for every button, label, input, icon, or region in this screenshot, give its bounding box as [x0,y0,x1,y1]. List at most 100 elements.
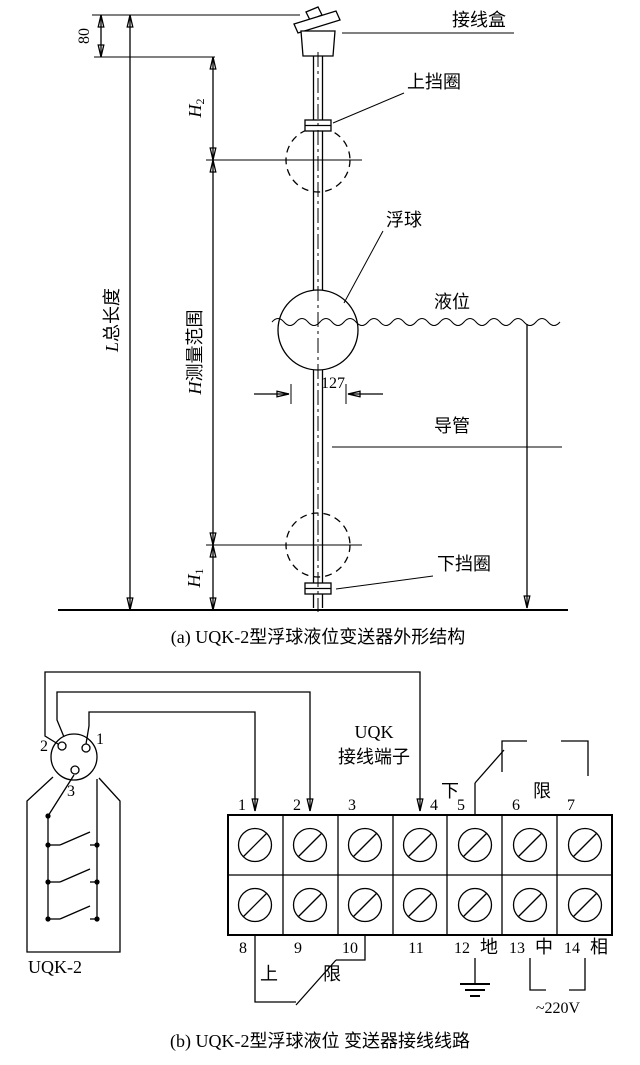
terminal-number-5: 5 [457,797,465,814]
terminal-number-7: 7 [567,797,575,814]
terminal-screw [402,827,438,863]
junction-box-label: 接线盒 [452,10,506,30]
uqk2-switch-box: UQK-2 [26,774,121,977]
lower-limit-char-2: 限 [533,781,551,801]
part-a-structure: 80 L总长度 H2 H测量范围 H1 [58,6,568,648]
upper-ring-leader [332,92,405,124]
dim-127: 127 [254,375,383,404]
junction-dot [94,879,100,885]
terminal-screw [567,887,603,923]
terminal-screw [292,827,328,863]
float-label: 浮球 [386,210,422,230]
liquid-level-label: 液位 [434,292,470,312]
connector-circle [50,733,98,781]
lower-limit-switch-arm [474,749,505,784]
pin-label-3: 3 [67,783,75,800]
lower-limit-char-1: 下 [441,781,459,801]
caption-a: (a) UQK-2型浮球液位变送器外形结构 [171,627,465,648]
upper-limit-char-2: 限 [323,964,341,984]
dim-label-80: 80 [76,28,93,44]
terminal-number-8: 8 [239,940,247,957]
terminal-screw [347,827,383,863]
terminal-screw [512,887,548,923]
terminal-screw [457,827,493,863]
connector-pin-3 [70,765,80,775]
terminal-number-14: 14 [564,940,580,957]
ground-label: 地 [480,937,498,957]
wire-to-terminal-1 [85,711,255,811]
float-leader [343,230,384,304]
upper-limit-char-1: 上 [260,964,278,984]
connector-plug: 2 1 3 [40,731,104,800]
terminal-screw-slot [517,892,543,918]
dim-label-h2: H2 [185,99,207,119]
upper-limit-switch: 上 限 [254,935,366,1006]
terminal-number-4: 4 [430,797,438,814]
wire-to-terminal-2 [56,691,310,811]
supply-voltage: ~220V [529,958,586,1017]
junction-dot [45,879,51,885]
junction-dot [45,916,51,922]
liquid-level-line [271,318,561,326]
dim-label-total-length: L总长度 [102,288,122,353]
terminal-block [227,814,613,936]
terminal-number-6: 6 [512,797,520,814]
dim-label-range: H测量范围 [185,310,205,396]
terminal-title-line1: UQK [355,722,394,742]
terminal-number-9: 9 [294,940,302,957]
terminal-screw [512,827,548,863]
junction-box-cap [293,10,341,34]
upper-ring-label: 上挡圈 [407,72,461,92]
terminal-screw [402,887,438,923]
dim-label-h1: H1 [184,569,206,589]
terminal-screw [237,827,273,863]
terminal-screw-slot [352,892,378,918]
terminal-screw [292,887,328,923]
connector-pin-1 [81,743,91,753]
terminal-screw-slot [242,892,268,918]
pin3-lead [47,774,75,817]
terminal-screw-slot [407,892,433,918]
terminal-screw-slot [462,832,488,858]
guide-tube-label: 导管 [434,416,470,436]
connector-pin-2 [57,741,67,751]
wire-to-terminal-4 [44,671,420,811]
phase-label: 相 [590,937,608,957]
ground-symbol [460,958,490,997]
terminal-number-2: 2 [293,797,301,814]
terminal-screw-slot [407,832,433,858]
terminal-screw-slot [462,892,488,918]
junction-box-body [300,30,336,57]
terminal-number-3: 3 [348,797,356,814]
switch-arm-2 [59,868,91,883]
pin-label-2: 2 [40,738,48,755]
terminal-number-1: 1 [238,797,246,814]
terminal-number-10: 10 [342,940,358,957]
terminal-screw [457,887,493,923]
switch-arm-3 [59,905,91,920]
lower-ring-label: 下挡圈 [437,554,491,574]
terminal-number-12: 12 [454,940,470,957]
caption-b: (b) UQK-2型浮球液位 变送器接线线路 [170,1031,470,1052]
part-b-wiring: 2 1 3 [26,671,613,1052]
terminal-screw-slot [242,832,268,858]
terminal-title-line2: 接线端子 [338,747,410,767]
pin-label-1: 1 [96,731,104,748]
dim-label-127: 127 [321,375,345,392]
switch-box-outline [26,776,121,953]
terminal-screw-slot [572,892,598,918]
terminal-screw-slot [352,832,378,858]
neutral-label: 中 [535,937,553,957]
terminal-screw-slot [297,832,323,858]
terminal-screw-slot [517,832,543,858]
junction-dot [45,842,51,848]
terminal-number-11: 11 [408,940,423,957]
terminal-number-13: 13 [509,940,525,957]
terminal-screw [237,887,273,923]
terminal-screw-slot [297,892,323,918]
terminal-screw-slot [572,832,598,858]
device-label: UQK-2 [28,957,82,977]
switch-arm-1 [59,831,91,846]
